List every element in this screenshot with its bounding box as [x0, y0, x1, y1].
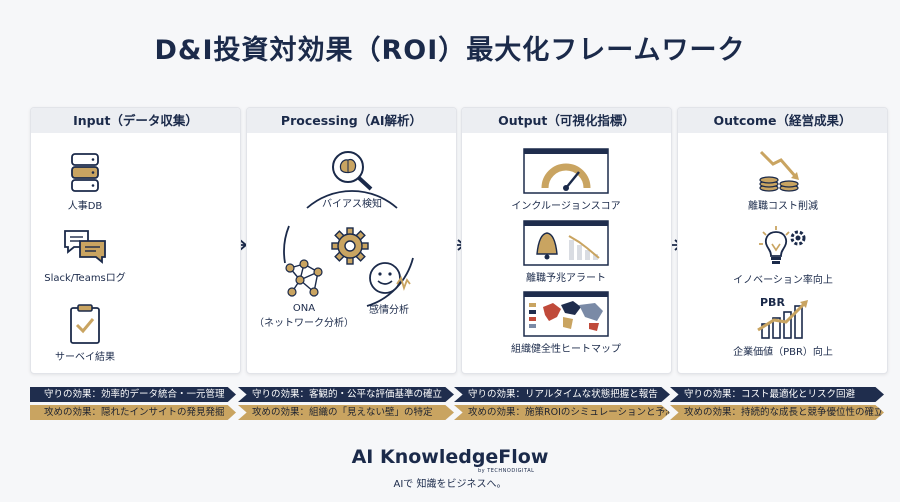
heatmap-map-icon [523, 291, 609, 337]
defense-effect-1: 守りの効果：効率的データ統合・一元管理 [30, 387, 236, 402]
stage-heading: Output（可視化指標） [462, 108, 671, 133]
network-graph-icon [285, 259, 323, 297]
stage-heading: Outcome（経営成果） [678, 108, 887, 133]
defense-effect-3: 守りの効果：リアルタイムな状態把握と報告 [454, 387, 670, 402]
item-sentiment-analysis: 感情分析 [359, 258, 419, 316]
stage-output: Output（可視化指標） インクルージョンスコア 離職予兆アラート [461, 107, 672, 374]
offense-effect-4: 攻めの効果：持続的な成長と競争優位性の確立 [670, 405, 884, 420]
ai-engine [325, 226, 375, 266]
page-title: D&I投資対効果（ROI）最大化フレームワーク [154, 35, 746, 66]
alert-bell-chart-icon [523, 220, 609, 266]
offense-effect-1: 攻めの効果：隠れたインサイトの発見発掘 [30, 405, 236, 420]
defense-effect-4: 守りの効果：コスト最適化とリスク回避 [670, 387, 884, 402]
item-survey: サーベイ結果 [49, 303, 121, 363]
item-bias-detection: バイアス検知 [307, 148, 397, 210]
brand-logo: AI KnowledgeFlow [351, 446, 549, 468]
offense-effect-2: 攻めの効果：組織の「見えない壁」の特定 [238, 405, 454, 420]
item-inclusion-score: インクルージョンスコア [486, 148, 646, 212]
item-heatmap: 組織健全性ヒートマップ [486, 291, 646, 355]
stage-processing: Processing（AI解析） バイアス検知 [246, 107, 457, 374]
item-turnover-cost-reduction: 離職コスト削減 [718, 148, 848, 212]
item-chat-logs: Slack/Teamsログ [40, 228, 130, 284]
brand-tagline: AIで 知識をビジネスへ。 [393, 479, 507, 490]
lightbulb-gear-icon [759, 226, 806, 264]
item-innovation-rate: イノベーション率向上 [708, 224, 858, 286]
brand-byline: by TECHNODIGITAL [478, 468, 535, 474]
item-corporate-value: PBR 企業価値（PBR）向上 [733, 296, 833, 358]
gauge-dashboard-icon [523, 148, 609, 194]
database-icon [71, 153, 99, 192]
stage-outcome: Outcome（経営成果） 離職コスト削減 イノベーション率向上 PBR [677, 107, 888, 374]
gear-icon [331, 227, 369, 265]
pbr-text: PBR [760, 296, 785, 309]
item-hr-db: 人事DB [55, 152, 115, 212]
chat-bubbles-icon [64, 230, 106, 264]
pbr-growth-chart-icon: PBR [757, 296, 808, 339]
item-network-analysis: ONA （ネットワーク分析） [249, 258, 359, 329]
item-turnover-alert: 離職予兆アラート [486, 220, 646, 284]
clipboard-check-icon [70, 304, 100, 344]
coins-down-trend-icon [759, 150, 799, 192]
stage-heading: Input（データ収集） [31, 108, 240, 133]
brain-magnifier-icon [332, 151, 373, 191]
defense-effect-2: 守りの効果：客観的・公平な評価基準の確立 [238, 387, 454, 402]
smiley-wave-icon [369, 262, 411, 294]
offense-effect-3: 攻めの効果：施策ROIのシミュレーションと予測 [454, 405, 670, 420]
stage-heading: Processing（AI解析） [247, 108, 456, 133]
stage-input: Input（データ収集） 人事DB Slack/Teamsログ サーベイ結果 [30, 107, 241, 374]
